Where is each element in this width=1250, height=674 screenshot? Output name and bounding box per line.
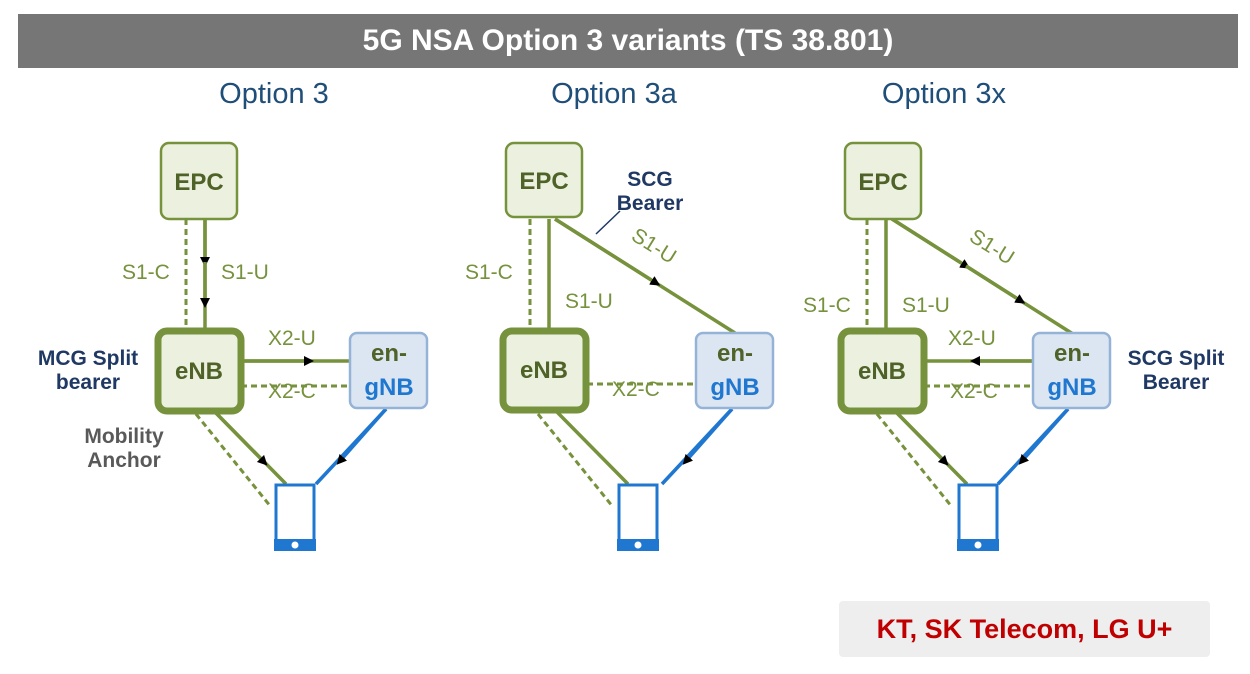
option-3a-diagram: EPC eNB en- gNB S1-C S1-U S1-U X2-C — [465, 141, 775, 551]
s1c-label: S1-C — [122, 261, 170, 284]
title-bar: 5G NSA Option 3 variants (TS 38.801) — [18, 14, 1238, 68]
gnb-label-bottom: gNB — [710, 374, 759, 401]
mcg-split-line: MCG Split — [37, 347, 139, 370]
s1u-gnb-label: S1-U — [965, 225, 1018, 270]
s1u-enb-label: S1-U — [565, 290, 613, 313]
gnb-label-top: en- — [1054, 340, 1090, 367]
epc-label: EPC — [174, 169, 223, 196]
gnb-label-bottom: gNB — [364, 374, 413, 401]
s1u-label: S1-U — [221, 261, 269, 284]
mcg-bearer-line: bearer — [55, 371, 121, 394]
epc-node — [843, 141, 923, 221]
scg-bearer-label: SCG Bearer — [600, 168, 700, 216]
phone-icon — [617, 483, 659, 551]
x2c-label: X2-C — [268, 380, 316, 403]
enb-label: eNB — [520, 357, 568, 384]
s1u-gnb-arrow — [891, 217, 971, 269]
epc-label: EPC — [519, 168, 568, 195]
bearer-line: Bearer — [616, 192, 684, 215]
phone-icon — [274, 483, 316, 551]
option-3x-diagram: EPC eNB en- gNB S1-C S1-U S1-U X2-U X2-C — [803, 141, 1112, 551]
gnb-ue-arrow — [336, 407, 388, 465]
s1u-gnb-arrow — [965, 264, 1026, 304]
enb-label: eNB — [858, 358, 906, 385]
s1c-label: S1-C — [465, 261, 513, 284]
phone-icon — [957, 483, 999, 551]
anchor-line: Anchor — [87, 449, 161, 472]
option-3x-title: Option 3x — [881, 78, 1007, 110]
x2u-label: X2-U — [948, 327, 996, 350]
scg-line: SCG — [627, 168, 673, 191]
x2c-label: X2-C — [950, 380, 998, 403]
mobility-anchor-label: Mobility Anchor — [60, 425, 188, 473]
epc-label: EPC — [858, 169, 907, 196]
carriers-label: KT, SK Telecom, LG U+ — [876, 613, 1173, 644]
enb-node — [499, 327, 590, 414]
enb-label: eNB — [175, 358, 223, 385]
enb-ue-link — [555, 410, 630, 486]
enb-node — [154, 327, 245, 415]
gnb-label-top: en- — [717, 340, 753, 367]
mobility-line: Mobility — [84, 425, 164, 448]
gnb-ue-arrow — [1018, 407, 1070, 465]
option-3a-title: Option 3a — [551, 78, 677, 110]
enb-ue-control — [536, 413, 615, 508]
x2c-label: X2-C — [612, 378, 660, 401]
s1u-gnb-label: S1-U — [627, 224, 680, 269]
scg-bearer-pointer — [595, 210, 621, 235]
enb-ue-control — [194, 413, 273, 508]
gnb-node — [1031, 331, 1112, 410]
mcg-split-bearer-label: MCG Split bearer — [18, 347, 158, 395]
gnb-label-bottom: gNB — [1047, 374, 1096, 401]
carriers-box: KT, SK Telecom, LG U+ — [839, 601, 1210, 657]
gnb-label-top: en- — [371, 340, 407, 367]
scg-split-bearer-label: SCG Split Bearer — [1110, 347, 1242, 395]
epc-node — [504, 141, 584, 219]
diagram-title: 5G NSA Option 3 variants (TS 38.801) — [362, 24, 894, 57]
option-3-diagram: EPC eNB en- gNB S1-C S1-U X2-U X2-C — [122, 141, 429, 551]
enb-ue-control — [875, 413, 954, 508]
gnb-ue-arrow — [682, 407, 734, 465]
scg-split-line: SCG Split — [1127, 347, 1225, 370]
gnb-node — [694, 331, 775, 410]
epc-node — [159, 141, 239, 221]
scg-bearer-line: Bearer — [1142, 371, 1210, 394]
enb-ue-arrow — [894, 410, 949, 466]
enb-node — [837, 327, 928, 415]
s1u-enb-label: S1-U — [902, 294, 950, 317]
gnb-node — [348, 331, 429, 410]
option-3-title: Option 3 — [219, 78, 329, 110]
s1u-gnb-arrow — [554, 217, 661, 286]
s1c-label: S1-C — [803, 294, 851, 317]
x2u-label: X2-U — [268, 327, 316, 350]
enb-ue-arrow — [213, 410, 268, 466]
